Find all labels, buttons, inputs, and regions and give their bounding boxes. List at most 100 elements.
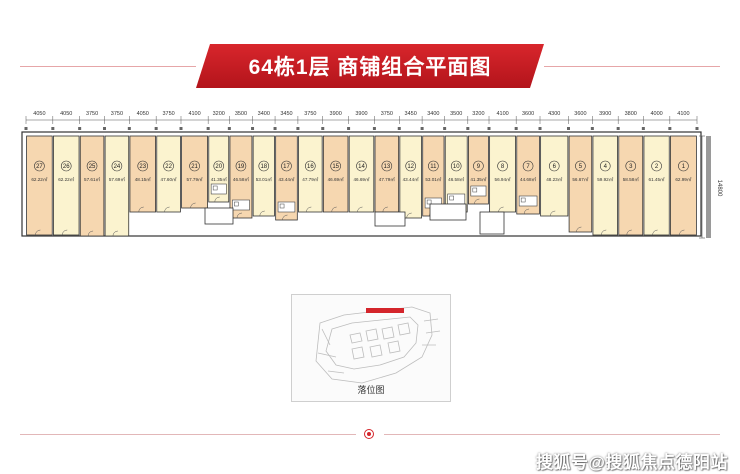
unit-number: 14 [358, 164, 365, 170]
restroom-block [470, 185, 487, 197]
unit-number-badge [428, 160, 439, 172]
dimension-label: 3600 [574, 111, 586, 117]
column-marker [51, 127, 55, 130]
door-swing [523, 208, 530, 215]
title-rule-left [20, 66, 196, 67]
shop-unit[interactable]: 648.23㎡ [540, 135, 569, 217]
column-marker [78, 127, 82, 130]
door-swing [679, 229, 685, 236]
shop-unit[interactable]: 27 62.22㎡ [26, 135, 53, 236]
unit-number-badge [678, 160, 689, 172]
shop-unit[interactable]: 358.58㎡ [618, 135, 644, 236]
unit-area: 62.22㎡ [31, 176, 47, 182]
unit-number: 12 [407, 164, 414, 170]
shop-unit-floor [156, 135, 181, 213]
unit-area: 58.58㎡ [623, 176, 639, 182]
shop-unit[interactable]: 856.94㎡ [489, 135, 516, 213]
unit-number: 23 [139, 164, 146, 170]
dimension-label: 3800 [625, 111, 637, 117]
column-marker [695, 127, 699, 130]
shop-unit-floor [181, 135, 208, 209]
unit-number-badge [86, 160, 98, 172]
location-key-map [291, 294, 451, 402]
plan-fixtures [204, 183, 538, 235]
restroom-block [210, 183, 227, 195]
bottom-rule-right [384, 434, 720, 435]
dimension-label: 4100 [677, 111, 689, 117]
door-swing [112, 230, 118, 237]
shop-unit-floor [592, 135, 618, 236]
unit-area: 61.45㎡ [649, 176, 665, 182]
unit-number-badge [163, 160, 174, 172]
unit-number-badge [111, 160, 123, 172]
right-dimension: 14800 [699, 135, 722, 239]
shop-unit[interactable]: 2 61.45㎡ [643, 135, 670, 236]
shop-unit[interactable]: 22 47.60㎡ [156, 135, 181, 213]
depth-dimension-label: 14800 [716, 180, 722, 197]
column-marker [538, 127, 542, 130]
column-marker [566, 127, 570, 130]
unit-number: 2 [655, 164, 659, 170]
sink-fixture [449, 195, 454, 201]
unit-area: 46.58㎡ [448, 176, 464, 182]
column-marker [641, 127, 645, 130]
unit-area: 56.94㎡ [495, 176, 511, 182]
column-marker [273, 127, 277, 130]
shop-unit[interactable]: 459.92㎡ [592, 135, 618, 236]
restroom-block [447, 193, 466, 205]
dimension-label: 4050 [60, 111, 72, 117]
title-banner-background [196, 44, 544, 88]
unit-area: 57.61㎡ [84, 176, 100, 182]
unit-area: 48.23㎡ [546, 176, 562, 182]
unit-area: 47.60㎡ [161, 176, 177, 182]
door-swing [61, 229, 68, 236]
column-marker [154, 127, 158, 130]
unit-number: 22 [165, 164, 172, 170]
column-marker [514, 127, 518, 130]
door-swing [214, 196, 220, 203]
dimension-label: 4050 [137, 111, 149, 117]
door-swing [652, 229, 658, 236]
unit-number: 27 [36, 164, 43, 170]
shop-unit[interactable]: 556.67㎡ [568, 135, 593, 233]
unit-number-badge [497, 160, 508, 172]
unit-number: 15 [332, 164, 339, 170]
shop-unit-floor [670, 135, 697, 236]
unit-number: 9 [477, 164, 481, 170]
unit-number-badge [356, 160, 367, 172]
door-swing [306, 206, 312, 213]
restroom-block [277, 201, 296, 213]
dimension-label: 3200 [213, 111, 225, 117]
shop-unit-floor [275, 135, 298, 221]
door-swing [626, 229, 632, 236]
center-dot-icon [364, 429, 374, 439]
unit-number-badge [651, 160, 662, 172]
dimension-label: 3900 [330, 111, 342, 117]
unit-area: 53.01㎡ [256, 176, 272, 182]
dimension-label: 3400 [427, 111, 439, 117]
shop-unit[interactable]: 162.99㎡ [670, 135, 697, 236]
shop-unit[interactable]: 744.68㎡ [516, 135, 540, 215]
door-swing [474, 198, 480, 205]
dimension-label: 3900 [355, 111, 367, 117]
restroom-block [518, 195, 538, 207]
door-swing [35, 229, 41, 236]
column-marker [487, 127, 491, 130]
sink-fixture [472, 187, 478, 193]
unit-area: 57.69㎡ [109, 176, 125, 182]
unit-number-badge [450, 160, 462, 172]
column-marker [251, 127, 255, 130]
